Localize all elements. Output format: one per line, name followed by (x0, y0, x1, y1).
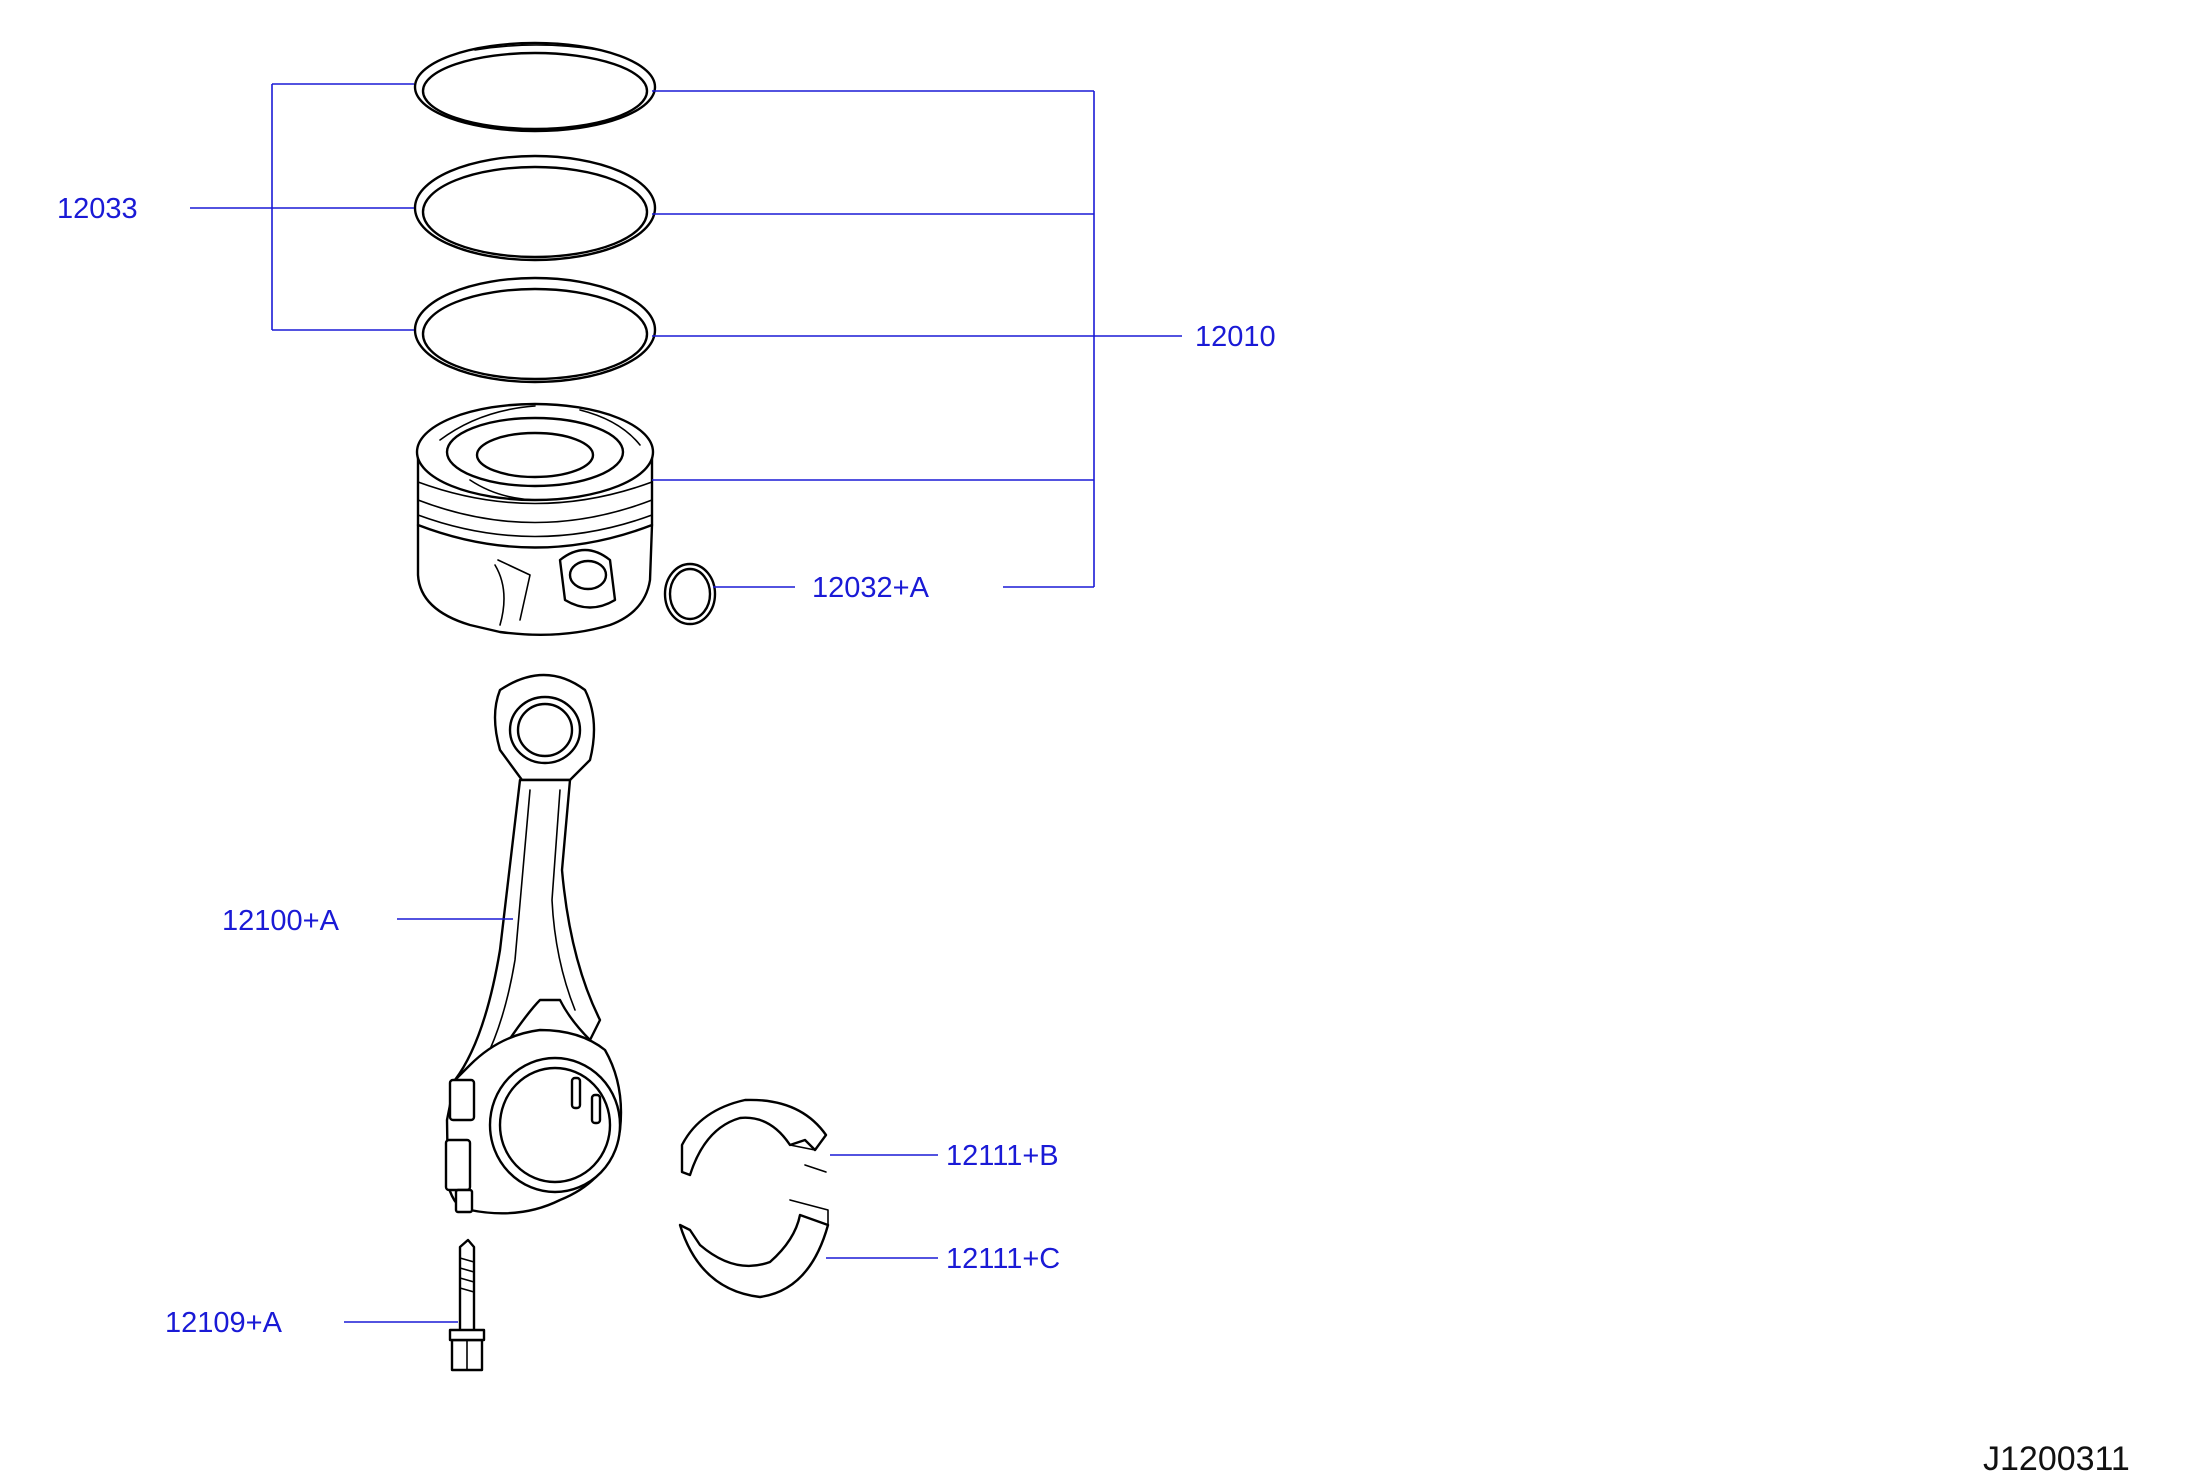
callout-12033[interactable]: 12033 (57, 193, 138, 225)
callout-12111-b[interactable]: 12111+B (946, 1140, 1059, 1172)
piston-ring-top[interactable] (413, 41, 657, 133)
rod-bearing-lower[interactable] (678, 1199, 830, 1299)
piston-ring-middle[interactable] (413, 154, 657, 262)
rod-bearing-upper[interactable] (680, 1098, 828, 1177)
piston-ring-oil[interactable] (413, 276, 657, 384)
callout-12032-a[interactable]: 12032+A (812, 572, 930, 604)
piston-pin-snap-ring[interactable] (663, 562, 717, 626)
callout-12109-a[interactable]: 12109+A (165, 1307, 283, 1339)
connecting-rod[interactable] (444, 673, 623, 1215)
callout-12111-c[interactable]: 12111+C (946, 1243, 1060, 1275)
diagram-reference-code: J1200311 (1983, 1440, 2130, 1478)
callout-12010[interactable]: 12010 (1195, 321, 1276, 353)
piston[interactable] (415, 402, 655, 636)
leader-lines (190, 83, 1182, 1323)
connecting-rod-bolt[interactable] (448, 1238, 486, 1372)
callout-12100-a[interactable]: 12100+A (222, 905, 340, 937)
